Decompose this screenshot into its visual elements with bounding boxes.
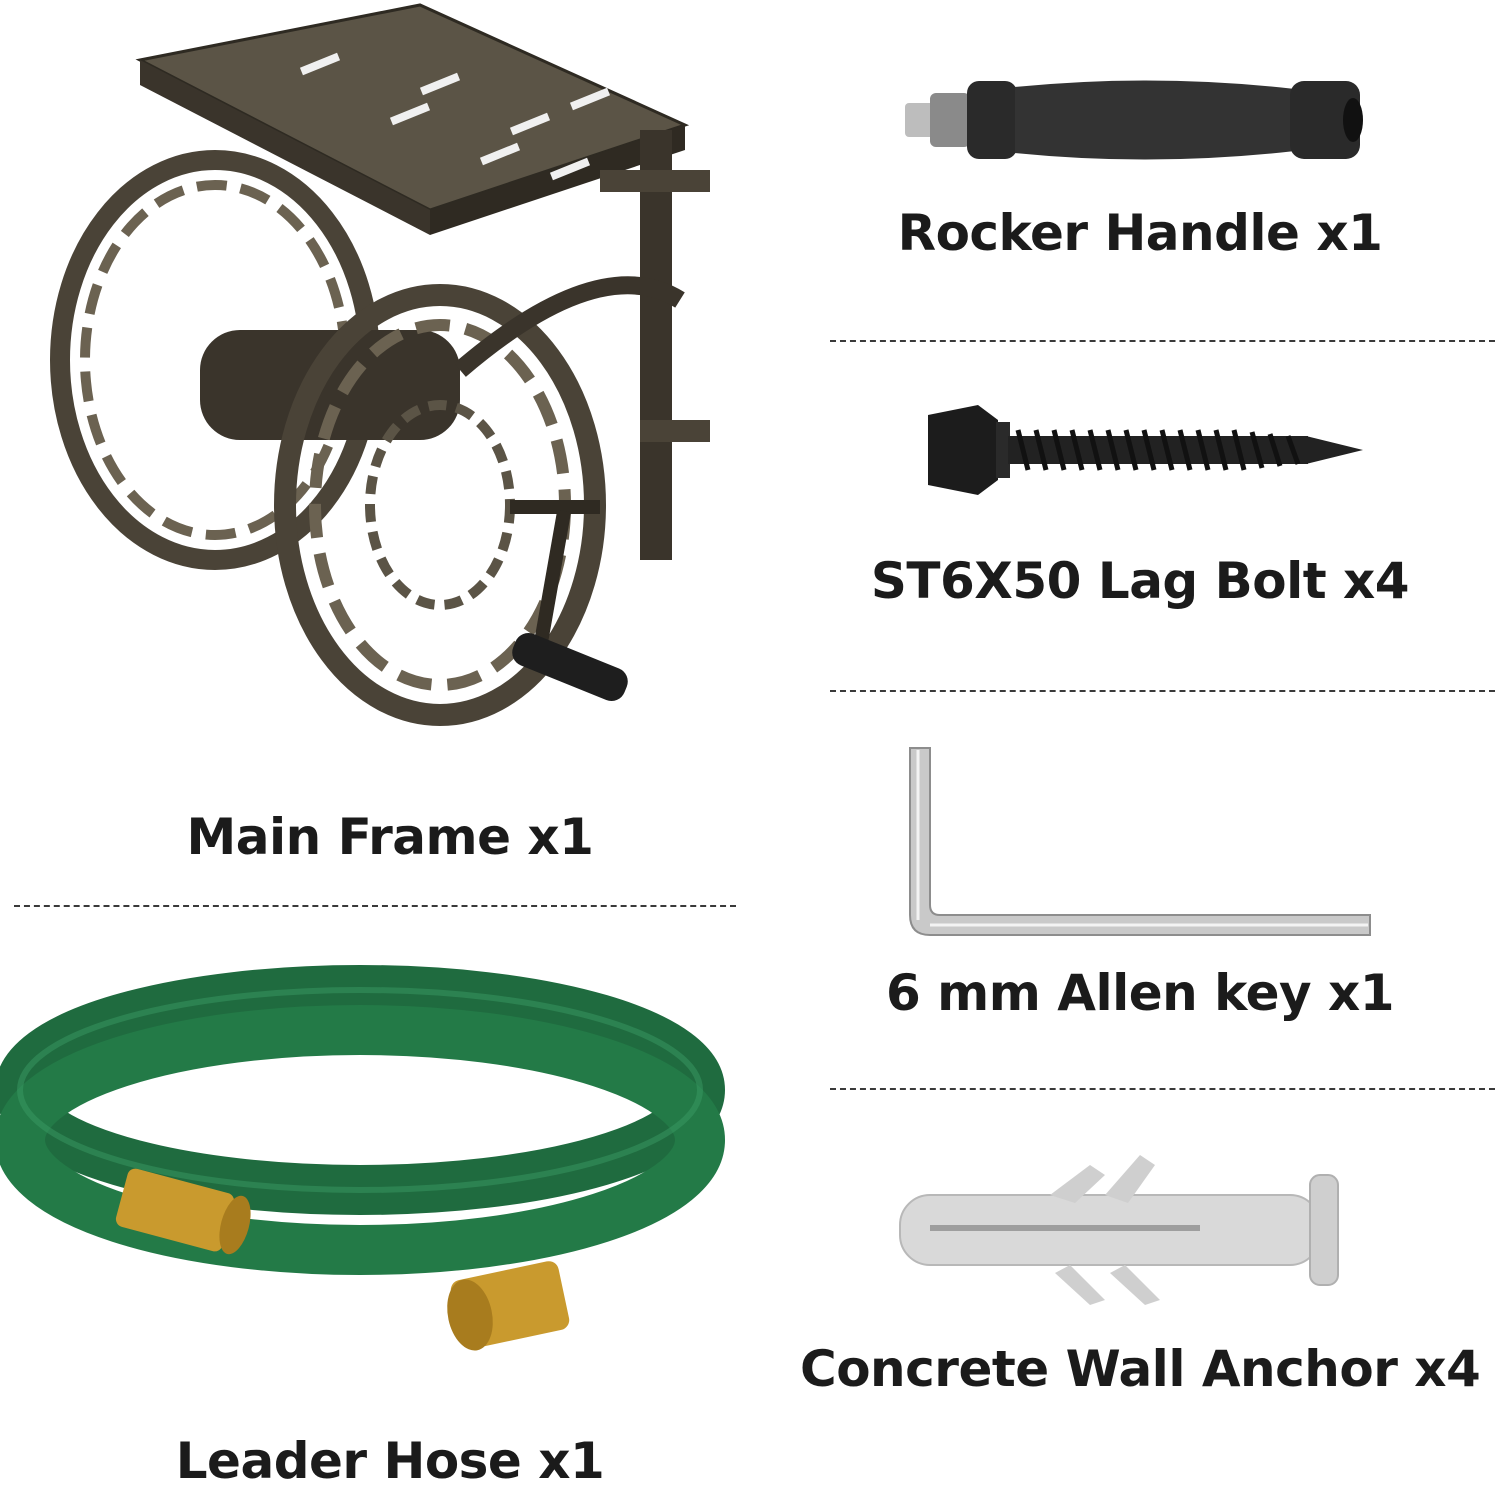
handle-icon <box>905 80 1363 160</box>
hose-reel-icon <box>50 3 710 726</box>
wall-anchor-icon <box>899 1155 1339 1305</box>
allen-key-icon <box>909 747 1371 936</box>
divider-right-3 <box>830 1088 1495 1090</box>
part-label-wall-anchor: Concrete Wall Anchor x4 <box>800 1340 1481 1398</box>
garden-hose-icon <box>0 965 725 1351</box>
part-label-leader-hose: Leader Hose x1 <box>175 1432 605 1490</box>
divider-right-1 <box>830 340 1495 342</box>
lag-bolt-icon <box>928 405 1363 495</box>
part-label-lag-bolt: ST6X50 Lag Bolt x4 <box>870 552 1410 610</box>
part-label-rocker-handle: Rocker Handle x1 <box>897 204 1383 262</box>
divider-left <box>14 905 736 907</box>
part-label-main-frame: Main Frame x1 <box>186 808 594 866</box>
divider-right-2 <box>830 690 1495 692</box>
part-label-allen-key: 6 mm Allen key x1 <box>885 964 1395 1022</box>
